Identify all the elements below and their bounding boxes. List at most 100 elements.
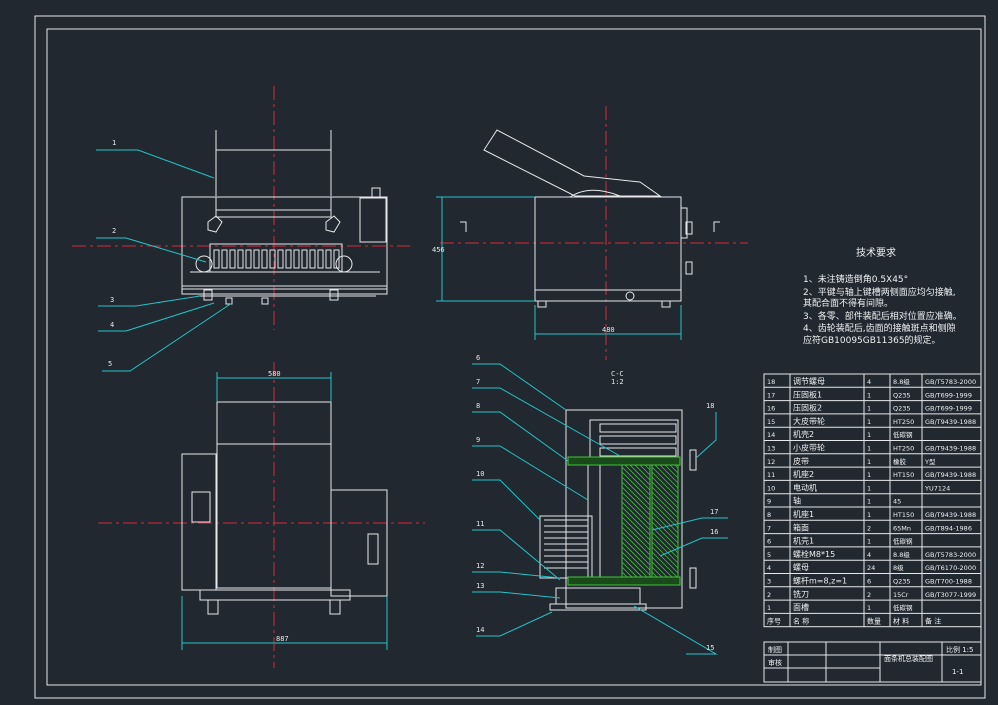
bom-cell-name: 螺母 [793,562,809,572]
section-view [539,409,697,611]
bom-cell-qty: 1 [867,445,871,453]
bom-cell-no: 5 [767,551,771,559]
bom-cell-no: 13 [767,445,775,453]
bom-cell-mat: Q235 [893,391,911,399]
bom-cell-mat: 低碳钢 [893,537,913,546]
leader-label-14: 14 [476,626,484,634]
bom-cell-no: 8 [767,511,771,519]
dim-front-width: 580 [268,370,281,378]
bom-cell-name: 螺杆m=8,z=1 [793,576,847,586]
outer-border [34,15,986,699]
bom-cell-mat: 65Mn [893,524,911,532]
bom-cell-qty: 1 [867,458,871,466]
bom-cell-name: 电动机 [793,482,817,492]
leader-label-8: 8 [476,402,480,410]
tech-req-4b: 应符GB10095GB11365的规定。 [803,334,941,346]
bom-cell-no: 7 [767,524,771,532]
title-block: 制图 审核 面条机总装配图 比例 1:5 1-1 [763,641,982,683]
bom-cell-std: GB/T3077-1999 [925,591,976,599]
bom-cell-name: 面槽 [793,602,809,612]
leader-label-16: 16 [710,528,718,536]
bom-cell-mat: 低碳钢 [893,430,913,439]
bom-cell-name: 小皮带轮 [793,443,825,453]
bom-cell-std: GB/T699-1999 [925,391,972,399]
leader-label-7: 7 [476,378,480,386]
bom-header-name: 名 称 [793,616,809,625]
bom-cell-no: 16 [767,405,775,413]
leader-label-17: 17 [710,508,718,516]
bom-cell-std: GB/T699-1999 [925,405,972,413]
bom-cell-name: 调节螺母 [793,376,825,386]
bom-cell-std: GB/T5783-2000 [925,378,976,386]
bom-cell-qty: 1 [867,511,871,519]
bom-cell-no: 18 [767,378,775,386]
bom-cell-no: 3 [767,578,771,586]
bom-cell-no: 11 [767,471,775,479]
section-mark: C-C [611,370,624,378]
leader-label-10: 10 [476,470,484,478]
bom-cell-no: 9 [767,498,771,506]
bom-cell-qty: 1 [867,484,871,492]
bom-cell-no: 2 [767,591,771,599]
bom-cell-name: 机座1 [793,509,814,519]
bom-cell-std: GB/T9439-1988 [925,418,976,426]
bom-cell-qty: 1 [867,431,871,439]
leader-label-3: 3 [110,296,114,304]
bom-cell-name: 机壳1 [793,536,814,546]
leader-label-6: 6 [476,354,480,362]
bom-cell-std: GB/T9439-1988 [925,511,976,519]
leader-label-4: 4 [110,321,114,329]
leader-label-1: 1 [112,139,116,147]
bom-cell-qty: 1 [867,538,871,546]
bom-cell-qty: 4 [867,551,871,559]
bom-cell-mat: HT150 [893,471,914,479]
bom-header-mat: 材 料 [893,616,909,625]
bom-cell-no: 17 [767,391,775,399]
leader-label-11: 11 [476,520,484,528]
bom-cell-name: 机壳2 [793,429,814,439]
bom-cell-std: GB/T9439-1988 [925,445,976,453]
bom-cell-name: 螺栓M8*15 [793,549,835,559]
bom-cell-name: 机座2 [793,469,814,479]
bom-cell-std: GB/T9439-1988 [925,471,976,479]
dim-front-total: 887 [276,635,289,643]
bom-cell-mat: 橡胶 [893,457,907,466]
tech-req-4: 4、齿轮装配后,齿面的接触斑点和侧隙 [803,322,956,334]
bom-cell-mat: 15Cr [893,591,909,599]
bom-cell-std: GB/T5783-2000 [925,551,976,559]
bom-cell-name: 箱面 [793,522,809,532]
title-sheet: 1-1 [952,668,963,676]
bom-cell-name: 皮带 [793,456,809,466]
bom-cell-name: 轴 [793,496,801,506]
bom-cell-qty: 1 [867,418,871,426]
title-checked-label: 审核 [768,658,782,667]
bom-cell-mat: 45 [893,498,901,506]
bom-cell-qty: 24 [867,564,875,572]
leader-label-18: 18 [706,402,714,410]
bom-cell-qty: 1 [867,405,871,413]
bom-cell-mat: 低碳钢 [893,603,913,612]
bom-cell-qty: 1 [867,498,871,506]
bom-header-std: 备 注 [925,616,941,625]
bom-cell-name: 压固板1 [793,389,822,399]
tech-title: 技术要求 [856,246,896,259]
bom-cell-qty: 4 [867,378,871,386]
leader-label-2: 2 [112,227,116,235]
bom-cell-name: 铣刀 [793,589,809,599]
tech-req-2: 2、平键与轴上键槽两侧面应均匀接触, [803,286,956,298]
bom-cell-mat: HT250 [893,445,914,453]
bom-cell-mat: 8级 [893,563,904,572]
leader-label-9: 9 [476,436,480,444]
leader-label-13: 13 [476,582,484,590]
bom-cell-qty: 1 [867,391,871,399]
technical-requirements: 技术要求 1、未注铸造倒角0.5X45° 2、平键与轴上键槽两侧面应均匀接触, … [803,246,962,346]
dim-side-width: 480 [602,326,615,334]
section-scale: 1:2 [611,378,624,386]
title-scale: 比例 1:5 [946,645,974,654]
bom-cell-no: 15 [767,418,775,426]
tech-req-3: 3、各零、部件装配后相对位置应准确。 [803,310,962,322]
side-view [436,106,748,360]
leader-label-12: 12 [476,562,484,570]
title-drawn-label: 制图 [768,645,782,654]
